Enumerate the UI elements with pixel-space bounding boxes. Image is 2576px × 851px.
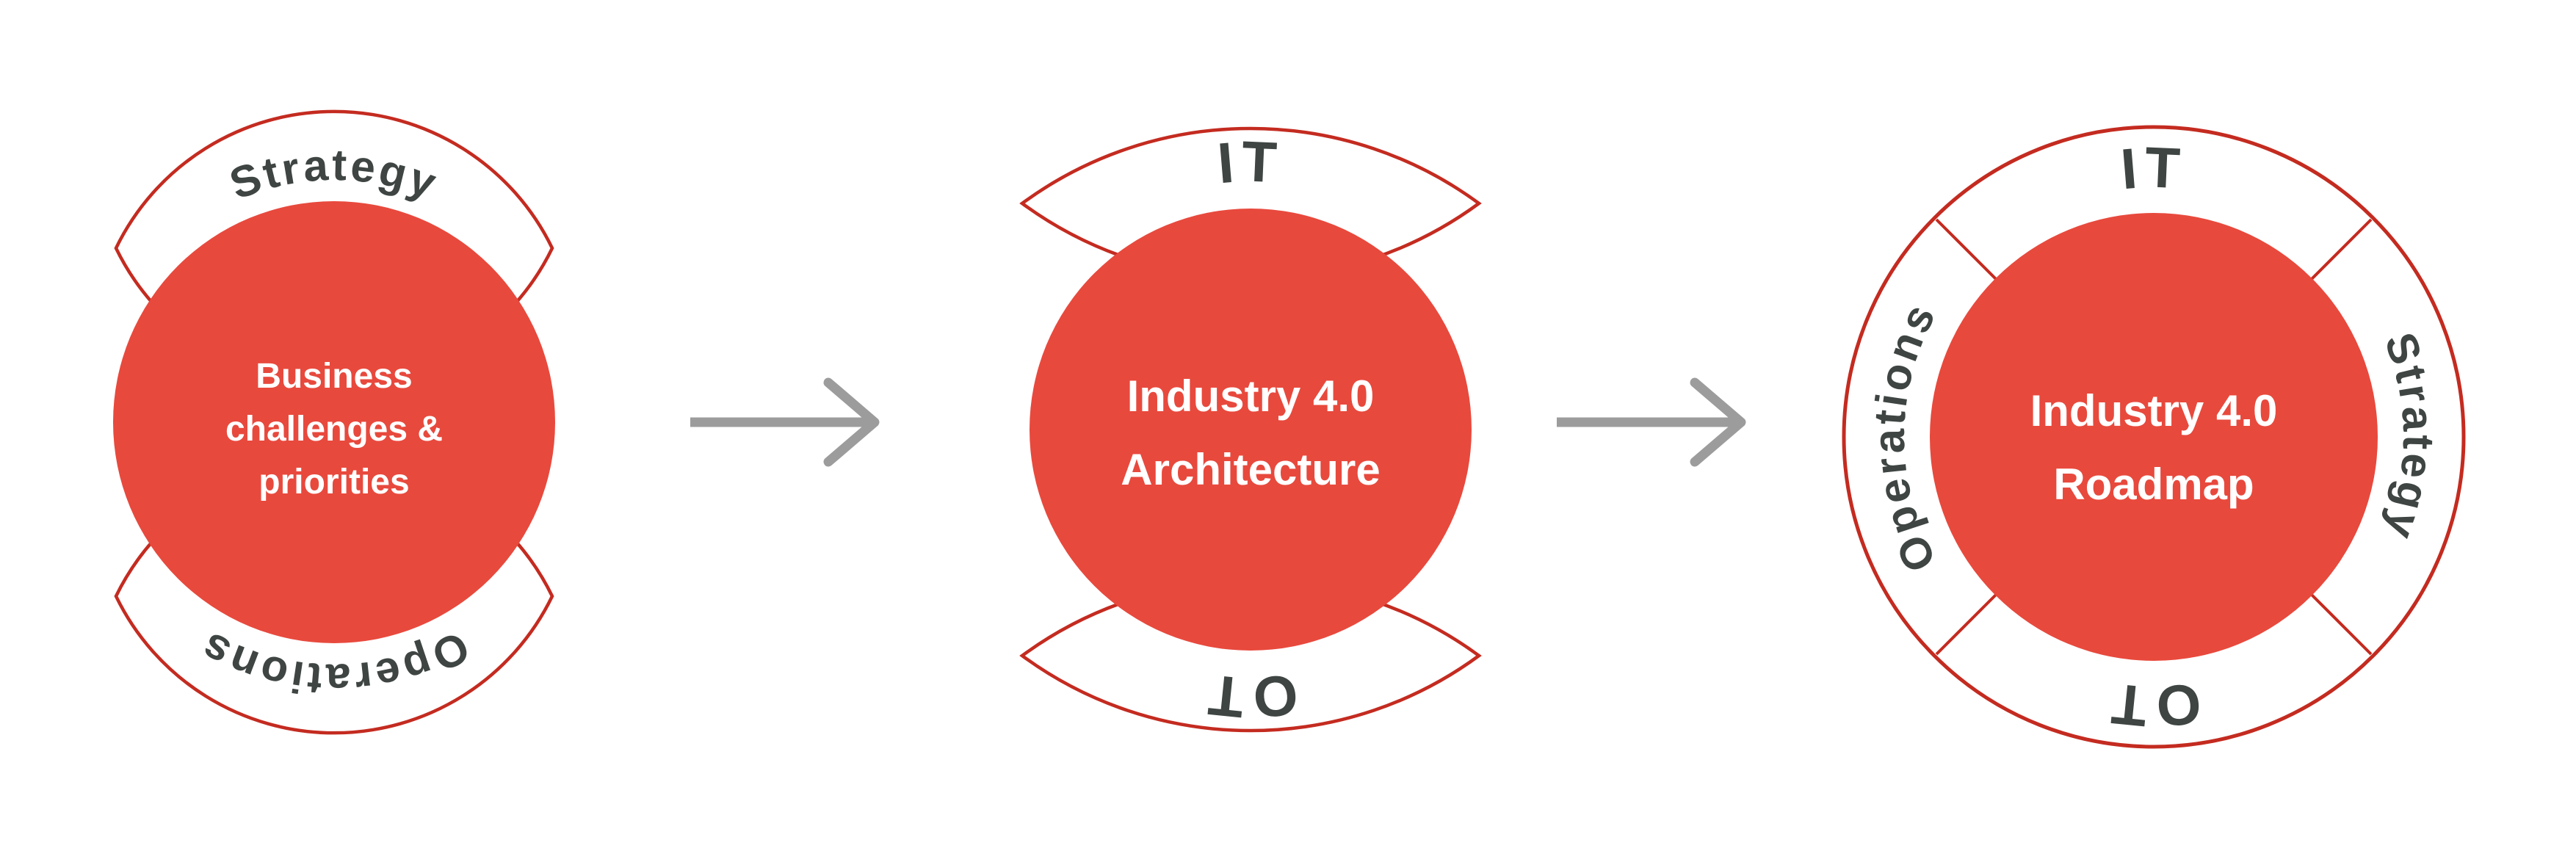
arrow-1-icon	[690, 377, 880, 467]
stage1-line3: priorities	[258, 463, 409, 501]
stage2-bottom-label: OT	[1200, 662, 1300, 731]
arrow-2-icon	[1557, 377, 1746, 467]
stage1-core-text: Business challenges & priorities	[225, 357, 443, 501]
stage3-top-label: IT	[2119, 134, 2188, 201]
stage3-line1: Industry 4.0	[2030, 386, 2278, 435]
ring-divider-top-left	[1935, 218, 2005, 288]
stage-business-challenges: Strategy Operations Business challenges …	[113, 109, 555, 735]
stage2-bottom-label-group: OT	[1200, 662, 1300, 731]
stage-industry40-roadmap: IT Strategy OT Operations Industry 4.0 R…	[1842, 125, 2466, 749]
ring-divider-bottom-right	[2303, 586, 2373, 656]
stage2-line1: Industry 4.0	[1127, 372, 1375, 421]
arrow-1-head	[823, 377, 880, 467]
ring-divider-bottom-left	[1935, 586, 2005, 656]
business-challenges-circle	[113, 201, 555, 643]
arrow-2-head	[1690, 377, 1746, 467]
stage1-line1: Business	[256, 357, 412, 396]
stage1-line2: challenges &	[225, 410, 443, 449]
stage3-core-text: Industry 4.0 Roadmap	[2030, 386, 2278, 509]
ring-divider-top-right	[2303, 218, 2373, 288]
industry40-roadmap-circle	[1930, 213, 2378, 661]
stage3-line2: Roadmap	[2053, 460, 2254, 509]
stage2-core-text: Industry 4.0 Architecture	[1121, 372, 1380, 494]
stage2-top-label: IT	[1215, 128, 1284, 195]
stage2-line2: Architecture	[1121, 445, 1380, 494]
stage3-bottom-label: OT	[2103, 671, 2204, 740]
stage-industry40-architecture: IT OT Industry 4.0 Architecture	[1019, 126, 1482, 733]
industry40-architecture-circle	[1030, 209, 1472, 651]
